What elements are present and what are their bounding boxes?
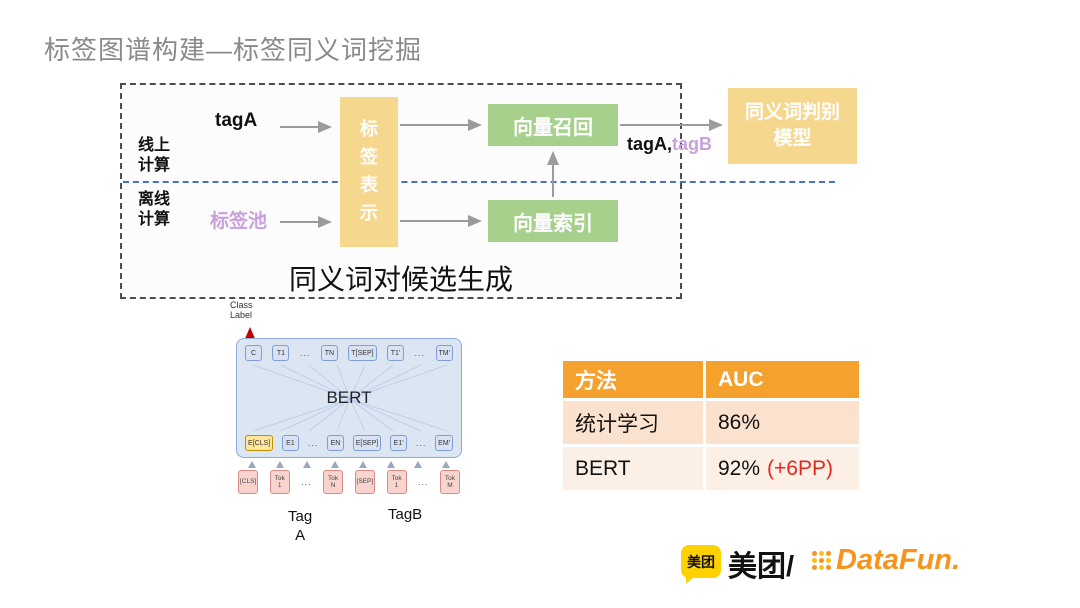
bert-output-row: C T1 ... TN T[SEP] T1' ... TM' [245,345,453,361]
up-arrow-icon [414,461,423,468]
auc-table: 方法 AUC 统计学习 86% BERT 92%(+6PP) [563,361,859,493]
bert-connections [252,364,448,432]
online-compute-label: 线上 计算 [138,137,171,174]
table-header-auc: AUC [706,361,859,398]
input-arrows [236,461,462,468]
ellipsis: ... [414,348,426,358]
flow-node-vector-index: 向量索引 [488,200,618,242]
class-label: Class Label [230,300,253,321]
input-token: Tok N [323,470,344,494]
flow-node-tag-representation: 标 签 表 示 [340,97,398,247]
input-token: [CLS] [238,470,259,494]
flow-node-vector-recall: 向量召回 [488,104,618,146]
datafun-logo: DataFun. [812,544,960,577]
embedding-token: E[CLS] [245,435,274,451]
input-token: [SEP] [354,470,376,494]
auc-delta: (+6PP) [767,456,833,480]
up-arrow-icon [248,461,256,468]
up-arrow-icon [303,461,312,468]
output-token: TN [320,345,338,361]
ellipsis: ... [415,438,427,448]
recall-result-label: tagA,tagB [627,134,712,155]
ellipsis: ... [301,477,312,487]
output-token: T1 [272,345,290,361]
datafun-logo-icon [812,551,831,570]
tag-pool-label: 标签池 [210,211,268,232]
auc-value: 92% [718,456,761,480]
input-token: Tok M [439,470,460,494]
table-header-method: 方法 [563,361,703,398]
online-offline-divider [123,181,835,183]
up-arrow-icon [331,461,340,468]
ellipsis: ... [299,348,311,358]
bert-diagram: Class Label C T1 ... TN T[SE [230,300,462,550]
recall-result-tagb: tagB [672,134,712,154]
page-title: 标签图谱构建—标签同义词挖掘 [44,35,423,65]
table-cell-method: BERT [563,447,703,490]
up-arrow-icon [386,461,395,468]
output-token: TM' [435,345,453,361]
ellipsis: ... [418,477,429,487]
table-cell-auc: 92%(+6PP) [706,447,859,490]
up-arrow-icon [441,461,450,468]
table-row: BERT 92%(+6PP) [563,447,859,490]
bert-input-row: [CLS] Tok 1 ... Tok N [SEP] Tok 1 ... To… [236,470,462,494]
recall-result-taga: tagA, [627,134,672,154]
tag-b-label: TagB [388,506,423,523]
auc-value: 86% [718,410,761,434]
output-token: T1' [387,345,405,361]
bert-embedding-row: E[CLS] E1 ... EN E[SEP] E1' ... EM' [245,435,453,451]
input-token: Tok 1 [269,470,290,494]
embedding-token: E1' [390,435,408,451]
meituan-logo-text: 美团/ [728,551,795,583]
offline-compute-label: 离线 计算 [138,191,171,228]
output-token: T[SEP] [348,345,377,361]
table-cell-auc: 86% [706,401,859,444]
input-token: Tok 1 [386,470,407,494]
bert-model-box: C T1 ... TN T[SEP] T1' ... TM' BERT E[CL… [236,338,462,458]
embedding-token: E[SEP] [352,435,382,451]
embedding-token: EM' [435,435,453,451]
table-header-row: 方法 AUC [563,361,859,398]
embedding-token: EN [327,435,344,451]
tag-a-label: Tag A [288,508,313,544]
meituan-logo-icon: 美团 [681,545,721,584]
datafun-logo-text: DataFun. [836,544,961,576]
table-cell-method: 统计学习 [563,401,703,444]
embedding-token: E1 [281,435,299,451]
flow-caption: 同义词对候选生成 [288,264,513,295]
table-row: 统计学习 86% [563,401,859,444]
taga-input-label: tagA [215,110,258,131]
bert-title: BERT [326,388,372,407]
up-arrow-icon [358,461,367,468]
ellipsis: ... [307,438,319,448]
up-arrow-icon [275,461,284,468]
output-token: C [245,345,262,361]
flow-node-synonym-model: 同义词判别 模型 [728,88,857,164]
